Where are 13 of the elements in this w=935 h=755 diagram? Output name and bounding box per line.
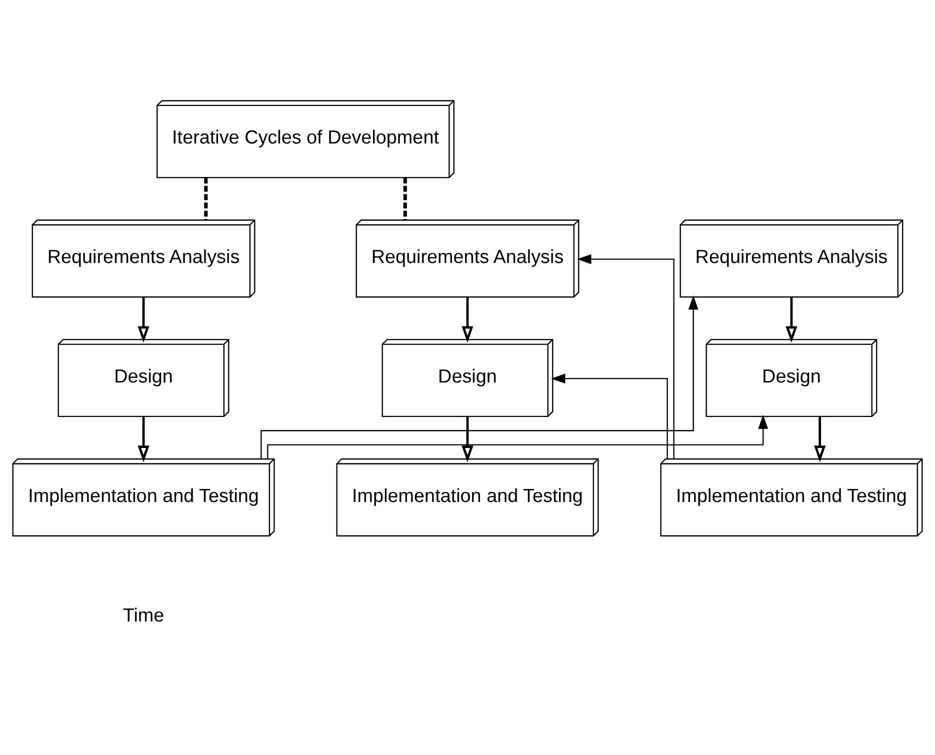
arrow (577, 254, 674, 458)
label: Time (122, 604, 164, 626)
arrow (260, 294, 698, 458)
arrow (462, 296, 474, 342)
arrow (138, 296, 150, 342)
connector (403, 177, 407, 220)
arrow (267, 414, 768, 458)
arrow (138, 416, 150, 462)
arrow (462, 416, 474, 462)
arrow (551, 373, 668, 458)
arrow (786, 296, 798, 342)
arrow (814, 416, 826, 462)
connector (204, 177, 208, 220)
